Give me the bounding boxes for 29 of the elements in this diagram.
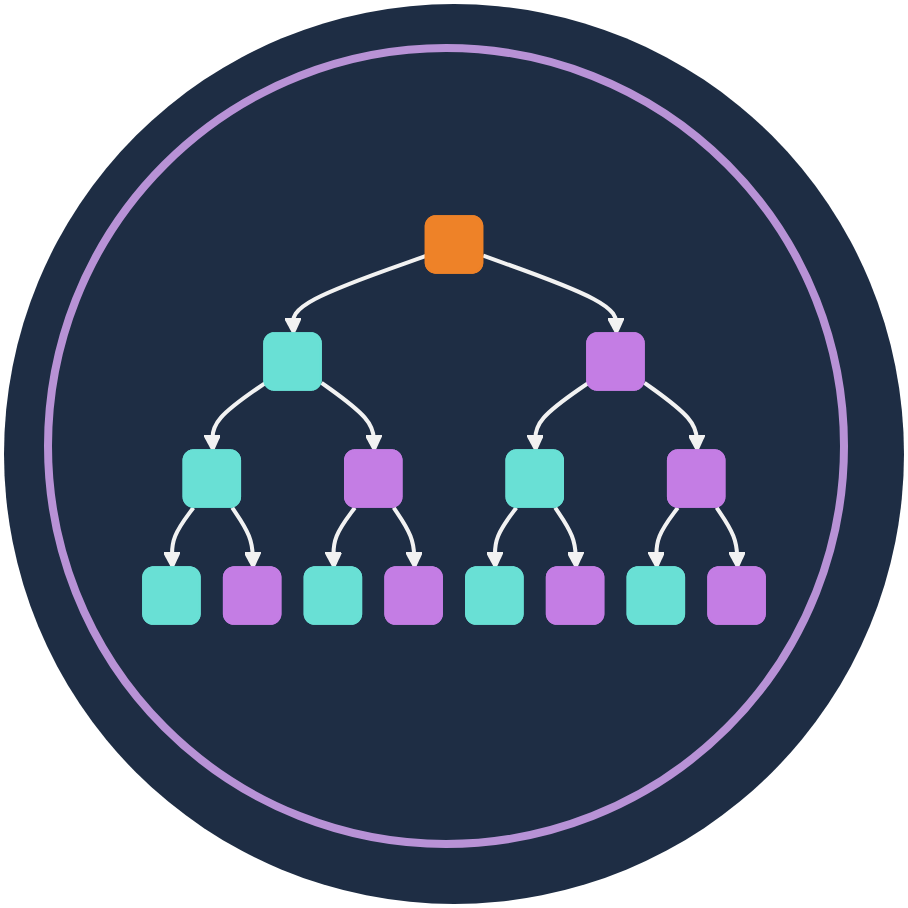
tree-box <box>303 566 363 625</box>
tree-box <box>142 566 201 625</box>
arrow <box>526 381 590 453</box>
tree-box <box>344 449 403 508</box>
tree-box <box>586 332 645 391</box>
arrow <box>482 253 625 336</box>
arrow <box>714 506 746 570</box>
arrow <box>163 506 195 570</box>
tree-box <box>666 449 726 508</box>
tree-box <box>384 566 443 625</box>
tree-box <box>707 566 766 625</box>
arrow <box>230 506 262 570</box>
arrow <box>647 506 680 570</box>
tree-box <box>424 215 484 274</box>
arrow <box>324 506 357 570</box>
arrow <box>203 381 267 453</box>
tree-box <box>545 566 605 625</box>
tree-box <box>626 566 686 625</box>
arrow <box>392 506 423 570</box>
tree-box <box>263 332 322 391</box>
arrow <box>643 381 706 453</box>
tree-box <box>505 449 564 508</box>
tree-box <box>182 449 242 508</box>
tree-box <box>222 566 282 625</box>
arrow <box>284 253 428 336</box>
arrow <box>486 506 518 570</box>
arrow <box>320 381 383 453</box>
tree-box <box>465 566 524 625</box>
arrow <box>553 506 585 570</box>
